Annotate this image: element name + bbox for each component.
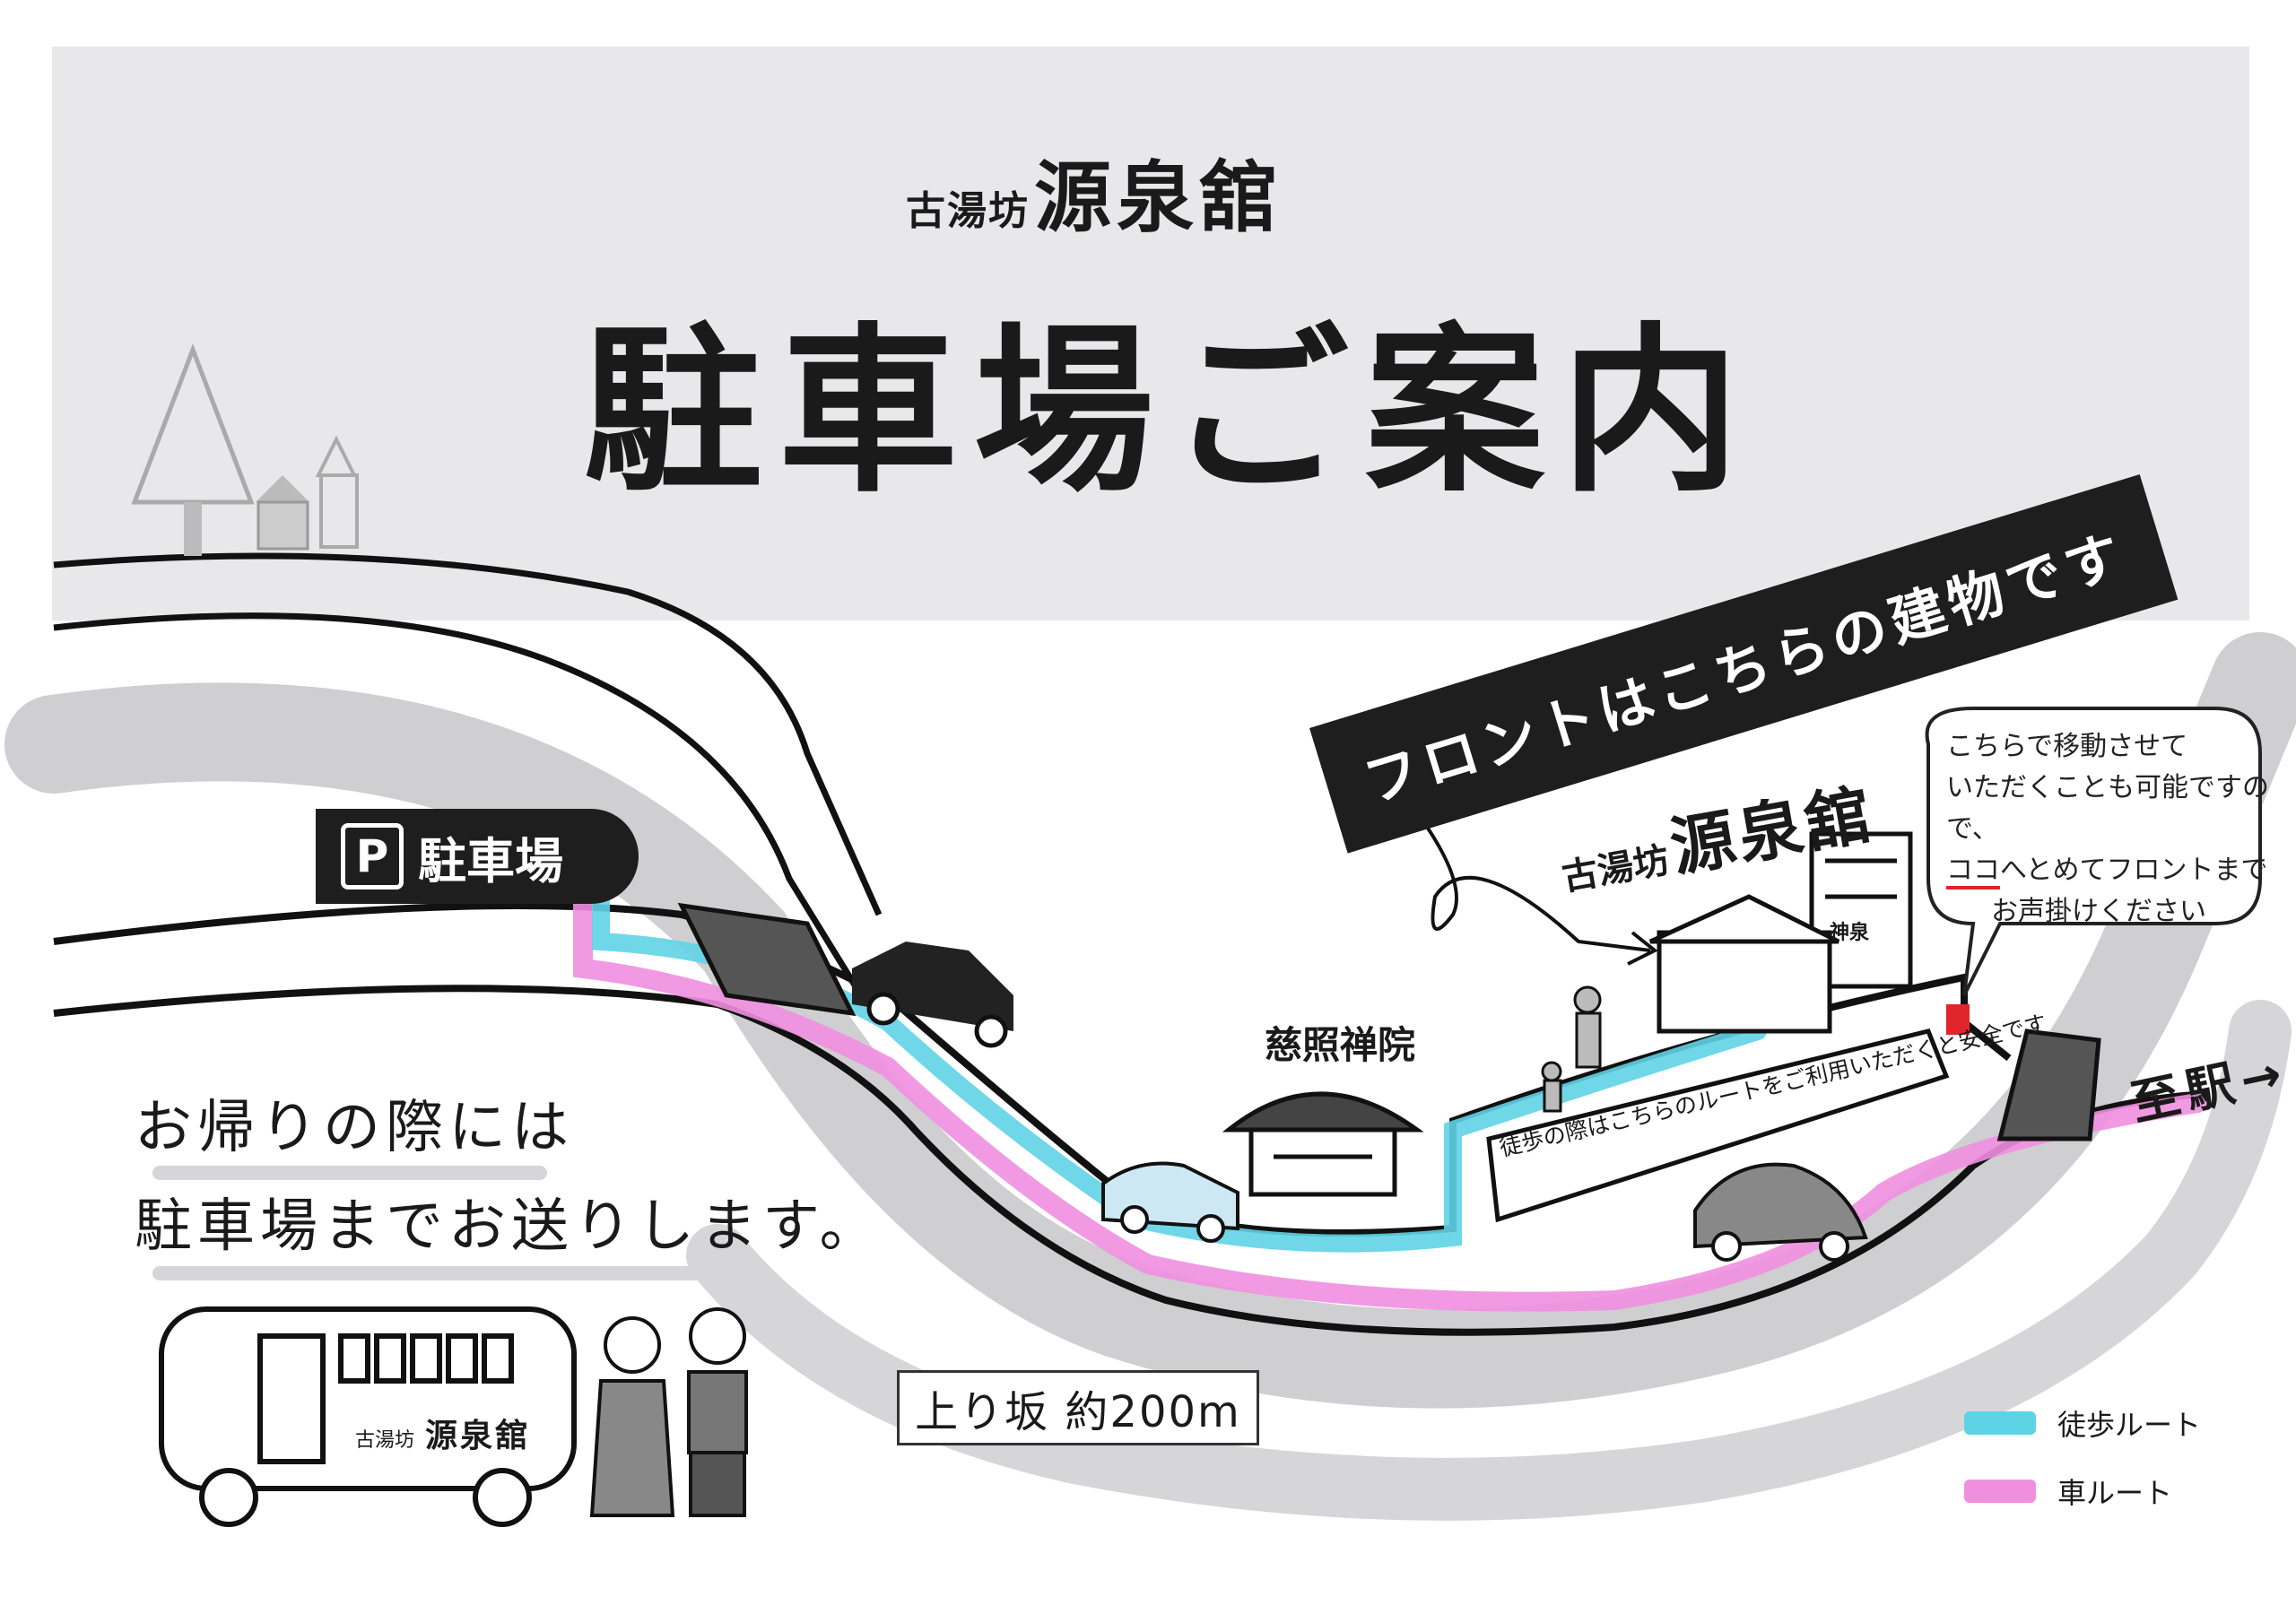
header-brand: 古湯坊 源泉舘 — [906, 135, 1282, 247]
bus-brand-small: 古湯坊 — [355, 1429, 415, 1452]
return-underline-1 — [152, 1166, 547, 1180]
main-road-upper — [53, 902, 2012, 1237]
slope-label: 上り坂 約200m — [897, 1370, 1259, 1445]
return-underline-2 — [152, 1266, 762, 1280]
parking-p-icon: P — [341, 823, 404, 890]
top-road-edge-2 — [53, 612, 864, 997]
gray-car-icon — [1693, 1162, 1868, 1262]
ryokan-building-icon — [1648, 831, 1913, 1034]
parking-label: 駐車場 — [418, 832, 563, 890]
legend-walk-swatch — [1964, 1411, 2036, 1435]
main-road-lower — [53, 985, 2207, 1336]
legend-car: 車ルート — [1964, 1471, 2172, 1512]
note-line-3: ココへとめてフロントまで — [1946, 850, 2296, 891]
bus-icon — [159, 1306, 577, 1527]
legend-car-swatch — [1964, 1480, 2036, 1503]
tree-icon — [131, 343, 255, 556]
bridge-left — [677, 902, 857, 1017]
bus-brand: 古湯坊 源泉舘 — [355, 1410, 530, 1456]
header-brand-small: 古湯坊 — [906, 188, 1030, 234]
house-icon — [256, 475, 309, 551]
bridge-right — [1996, 1028, 2101, 1141]
top-road-edge-1 — [53, 552, 883, 916]
small-house-icon — [315, 435, 359, 549]
note-bubble — [1925, 707, 2262, 996]
note-line-3-rest: へとめてフロントまで — [2000, 855, 2268, 886]
page-title: 駐車場ご案内 — [583, 308, 1757, 516]
building-brand-small: 古湯坊 — [1559, 839, 1673, 899]
temple-building-icon — [1222, 1091, 1424, 1197]
drop-off-marker — [1946, 1004, 1970, 1035]
note-line-2: いただくことも可能ですので、 — [1946, 772, 2269, 845]
car-route — [573, 887, 2207, 1312]
bus-brand-big: 源泉舘 — [425, 1418, 531, 1454]
legend-car-label: 車ルート — [2057, 1476, 2173, 1510]
note-text: こちらで移動させて いただくことも可能ですので、 ココへとめてフロントまで お声… — [1946, 726, 2296, 933]
return-line-1: お帰りの際には — [135, 1095, 574, 1161]
parking-sign: P 駐車場 — [316, 809, 639, 904]
walk-path-box — [1486, 1028, 1950, 1223]
walking-people-icon — [1541, 985, 1602, 1113]
annex-label: 神泉 — [1830, 922, 1870, 944]
note-highlight: ココ — [1946, 855, 2000, 890]
black-car-icon — [852, 942, 1013, 1048]
header-brand-big: 源泉舘 — [1034, 153, 1283, 243]
pointer-arrow — [1397, 787, 1651, 952]
return-line-2: 駐車場までお送りします。 — [135, 1193, 883, 1260]
blue-car-icon — [1101, 1161, 1239, 1243]
temple-label: 慈照禅院 — [1265, 1023, 1416, 1067]
pointer-arrowhead — [1627, 931, 1658, 966]
header-paper-background — [52, 47, 2249, 621]
note-line-4: お声掛けください — [1991, 896, 2206, 927]
elderly-couple-icon — [589, 1307, 748, 1517]
legend-walk-label: 徒歩ルート — [2057, 1408, 2202, 1442]
legend-walk: 徒歩ルート — [1964, 1402, 2201, 1444]
note-line-1: こちらで移動させて — [1946, 731, 2188, 762]
